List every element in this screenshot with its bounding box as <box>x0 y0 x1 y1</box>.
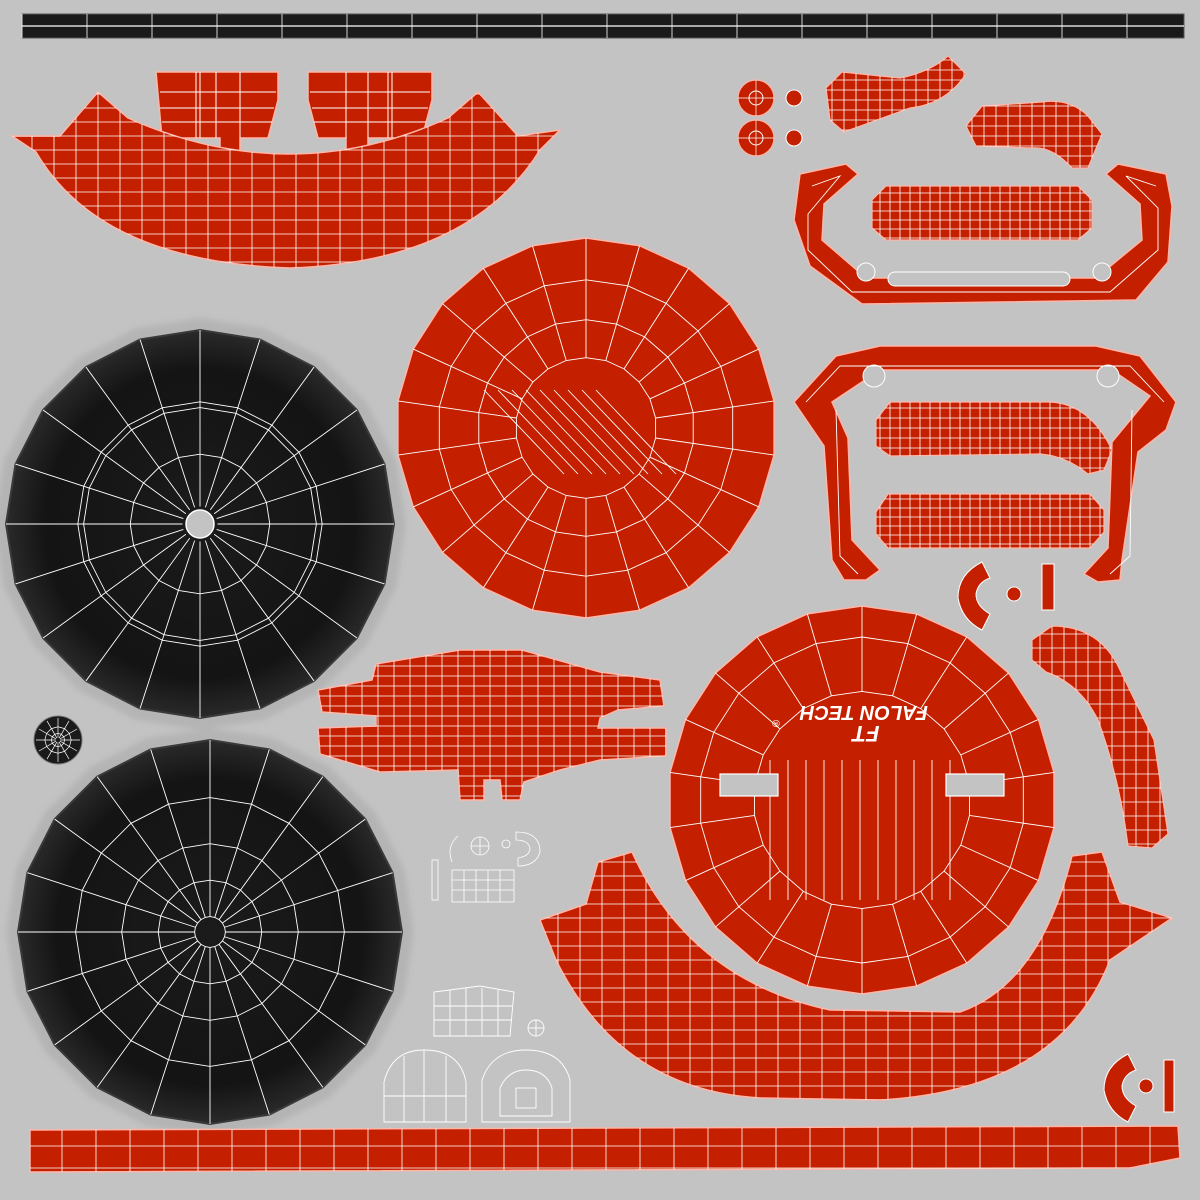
decal-monogram: FT <box>851 721 879 746</box>
curved-hose-2 <box>965 100 1103 169</box>
decal-registered-mark: ® <box>771 717 781 728</box>
grip-upper <box>871 185 1093 241</box>
decal-disc: FALON TECH FT ® <box>669 605 1055 995</box>
handle-frame-upper <box>793 163 1173 305</box>
grip-curved <box>875 401 1113 475</box>
bottom-trim-strip <box>29 1125 1181 1173</box>
chassis-panel <box>317 649 667 801</box>
small-arc-part <box>957 561 1055 631</box>
decal-brand-text: FALON TECH <box>800 701 928 723</box>
red-disc <box>397 237 775 619</box>
top-trim-strip <box>21 13 1185 39</box>
handle-frame-lower <box>793 345 1177 583</box>
wire-small-parts <box>431 831 541 903</box>
bracket-left <box>155 71 279 153</box>
grip-lower <box>875 493 1105 549</box>
small-arc-bottom <box>1103 1053 1175 1123</box>
wire-block-parts <box>383 985 571 1123</box>
washer-group <box>737 79 803 157</box>
top-arc-panel <box>9 90 563 269</box>
curved-hose-1 <box>825 55 967 133</box>
bracket-right <box>307 71 433 153</box>
tire-lower <box>6 728 414 1136</box>
tire-upper <box>0 318 406 730</box>
hub-cap-small <box>33 715 83 765</box>
